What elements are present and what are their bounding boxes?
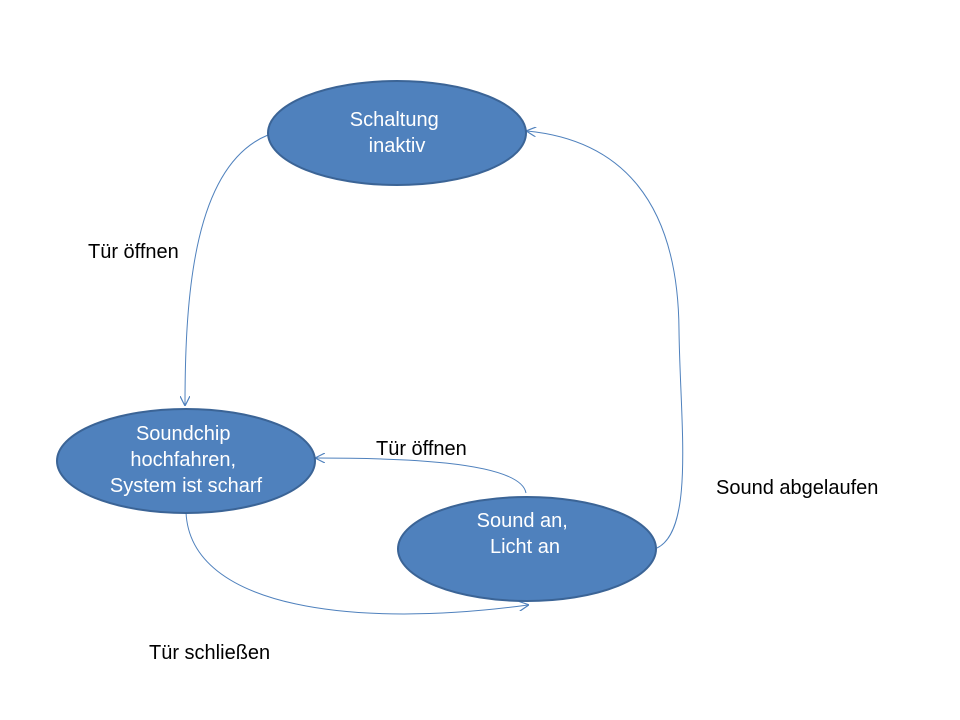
state-ellipse — [56, 408, 316, 514]
edge-soundchip-to-sound — [185, 511, 528, 615]
edge-path — [185, 134, 269, 405]
edge-sound-to-inaktiv — [527, 131, 684, 549]
state-label-line: Soundchip — [136, 423, 231, 445]
state-label: Sound an, Licht an — [477, 510, 574, 558]
state-label: Schaltung inaktiv — [350, 109, 445, 157]
state-schaltung-inaktiv[interactable]: Schaltung inaktiv — [267, 80, 527, 186]
edge-sound-to-soundchip — [316, 458, 527, 494]
state-label-line: System ist scharf — [110, 475, 263, 497]
state-soundchip[interactable]: Soundchip hochfahren, System ist scharf — [56, 408, 316, 514]
edge-label-tuer-oeffnen: Tür öffnen — [88, 241, 179, 263]
edge-inaktiv-to-soundchip — [185, 134, 269, 405]
state-ellipse — [267, 80, 527, 186]
edge-path — [185, 511, 528, 615]
state-label-line: hochfahren, — [130, 449, 236, 471]
edge-path — [316, 458, 527, 494]
state-label-line: Licht an — [490, 536, 560, 558]
edge-path — [527, 131, 684, 549]
state-label-line: inaktiv — [369, 135, 426, 157]
edge-label-sound-abgelaufen: Sound abgelaufen — [716, 477, 878, 499]
edge-label-tuer-schliessen: Tür schließen — [149, 642, 270, 664]
state-label-line: Sound an, — [477, 510, 568, 532]
state-label: Soundchip hochfahren, System ist scharf — [110, 423, 263, 497]
edge-label-tuer-oeffnen-return: Tür öffnen — [376, 438, 467, 460]
state-label-line: Schaltung — [350, 109, 439, 131]
state-ellipse — [397, 496, 657, 602]
state-sound-an[interactable]: Sound an, Licht an — [397, 496, 657, 602]
